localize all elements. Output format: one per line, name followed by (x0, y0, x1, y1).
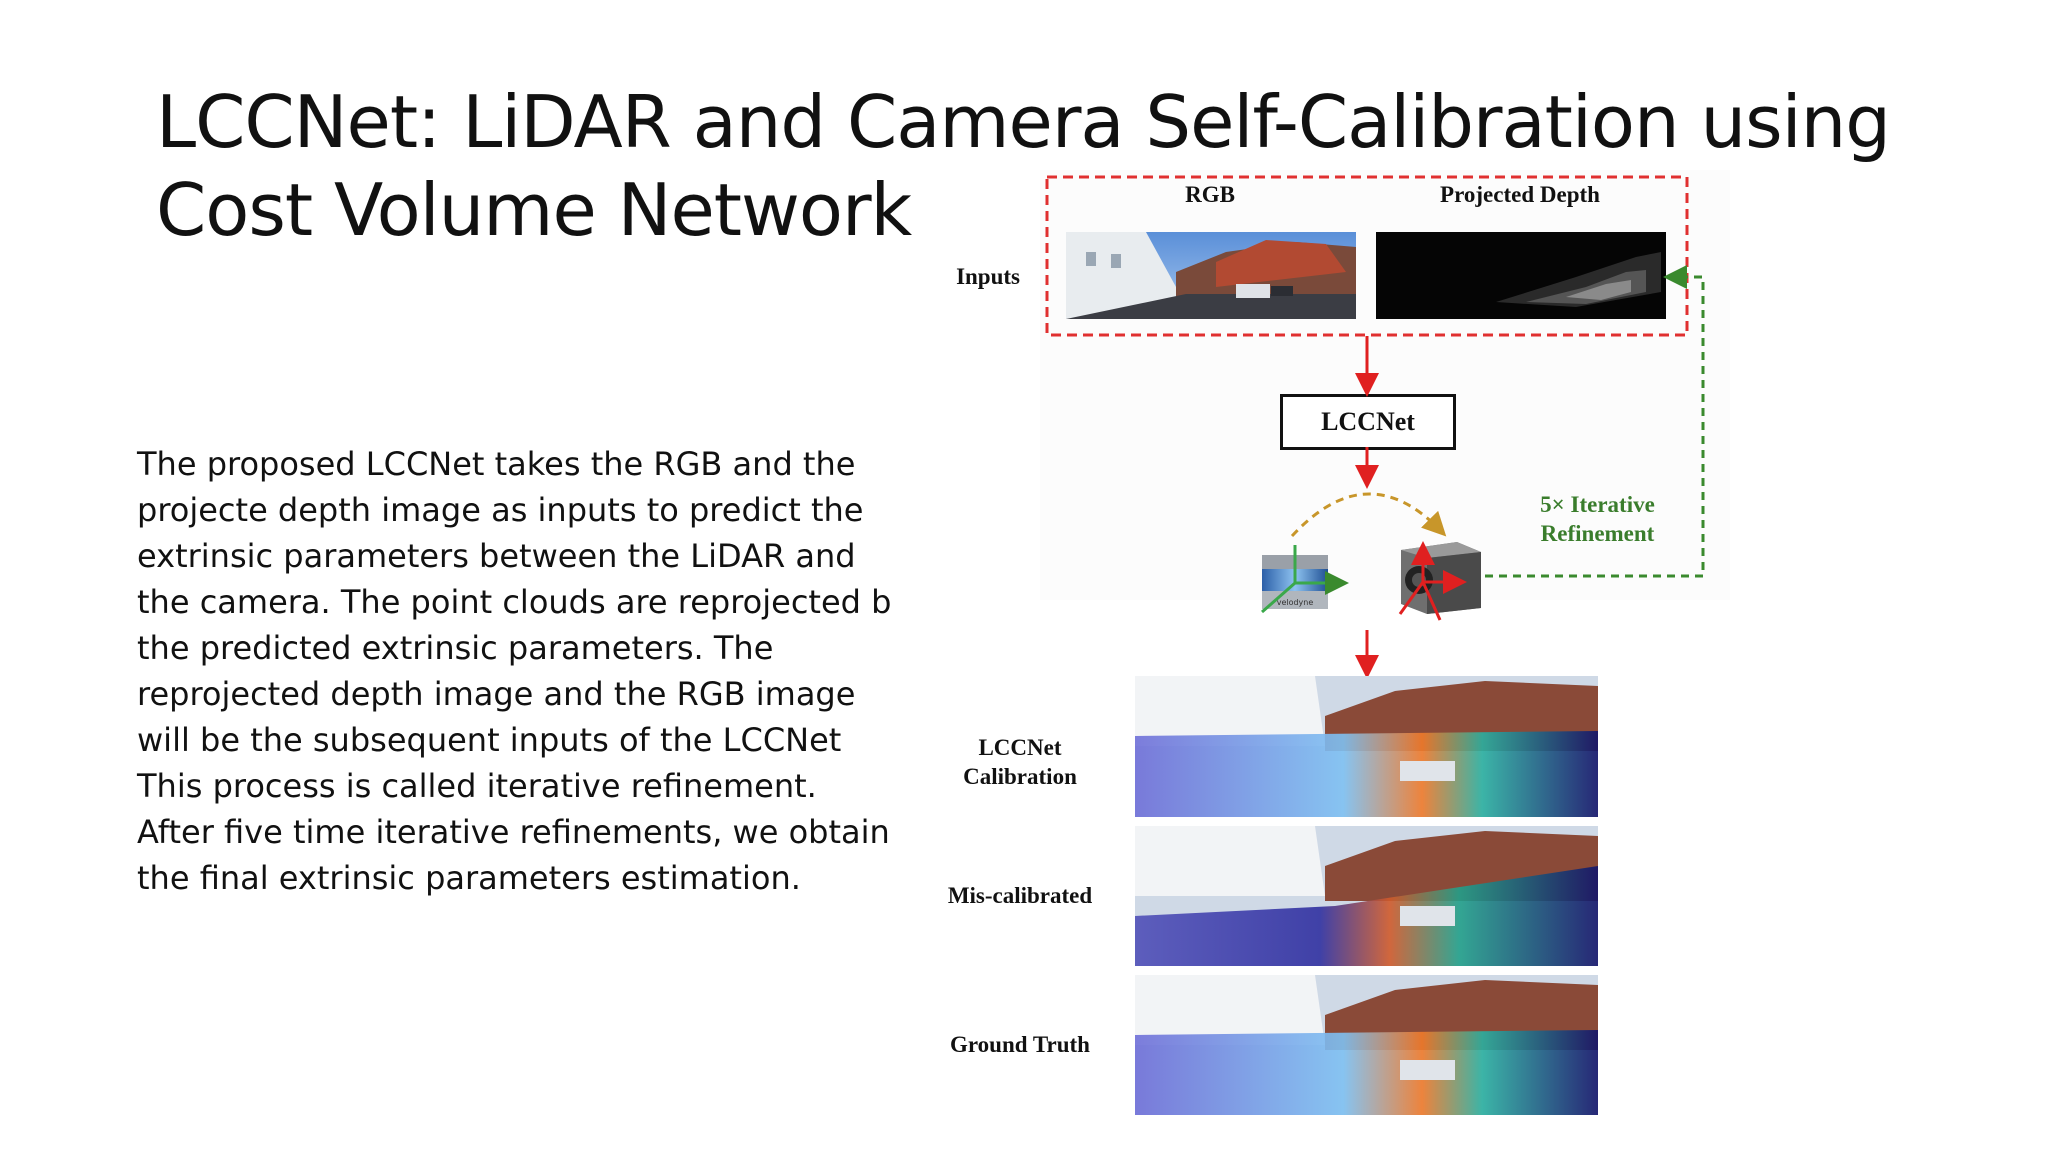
body-line: After five time iterative refinements, w… (137, 813, 890, 851)
body-paragraph: The proposed LCCNet takes the RGB and th… (137, 441, 897, 901)
projected-depth-image (1376, 232, 1666, 319)
row-label-ground-truth: Ground Truth (950, 1032, 1090, 1057)
body-line: This process is called iterative refinem… (137, 767, 817, 805)
swap-arc (1290, 492, 1447, 538)
body-line: will be the subsequent inputs of the LCC… (137, 721, 842, 759)
rgb-image (1066, 232, 1356, 319)
refinement-label-line-1: 5× Iterative (1540, 492, 1655, 517)
row-label-lccnet-line-2: Calibration (963, 764, 1077, 789)
body-line: The proposed LCCNet takes the RGB and th… (137, 445, 856, 483)
lidar-brand-text: velodyne (1277, 598, 1314, 607)
inputs-dashed-box (1045, 175, 1689, 337)
projected-depth-label: Projected Depth (1440, 182, 1600, 207)
body-line: reprojected depth image and the RGB imag… (137, 675, 856, 713)
body-line: the camera. The point clouds are reproje… (137, 583, 892, 621)
title-line-1: LCCNet: LiDAR and Camera Self-Calibratio… (156, 80, 1891, 164)
row-label-lccnet-line-1: LCCNet (978, 735, 1062, 760)
refinement-label: 5× Iterative Refinement (1515, 490, 1680, 548)
row-label-miscalibrated: Mis-calibrated (947, 883, 1093, 908)
result-image-lccnet (1135, 676, 1598, 817)
result-image-miscalibrated (1135, 826, 1598, 966)
body-line: the final extrinsic parameters estimatio… (137, 859, 801, 897)
result-image-ground-truth (1135, 975, 1598, 1115)
refinement-loop (1485, 265, 1705, 578)
body-line: the predicted extrinsic parameters. The (137, 629, 774, 667)
rgb-label: RGB (1185, 182, 1235, 207)
row-label-lccnet-calibration: LCCNet Calibration (930, 733, 1110, 791)
refinement-label-line-2: Refinement (1540, 521, 1655, 546)
body-line: extrinsic parameters between the LiDAR a… (137, 537, 856, 575)
inputs-label: Inputs (956, 264, 1020, 289)
title-line-2: Cost Volume Network (156, 168, 912, 252)
body-line: projecte depth image as inputs to predic… (137, 491, 864, 529)
slide-title: LCCNet: LiDAR and Camera Self-Calibratio… (156, 78, 1916, 254)
